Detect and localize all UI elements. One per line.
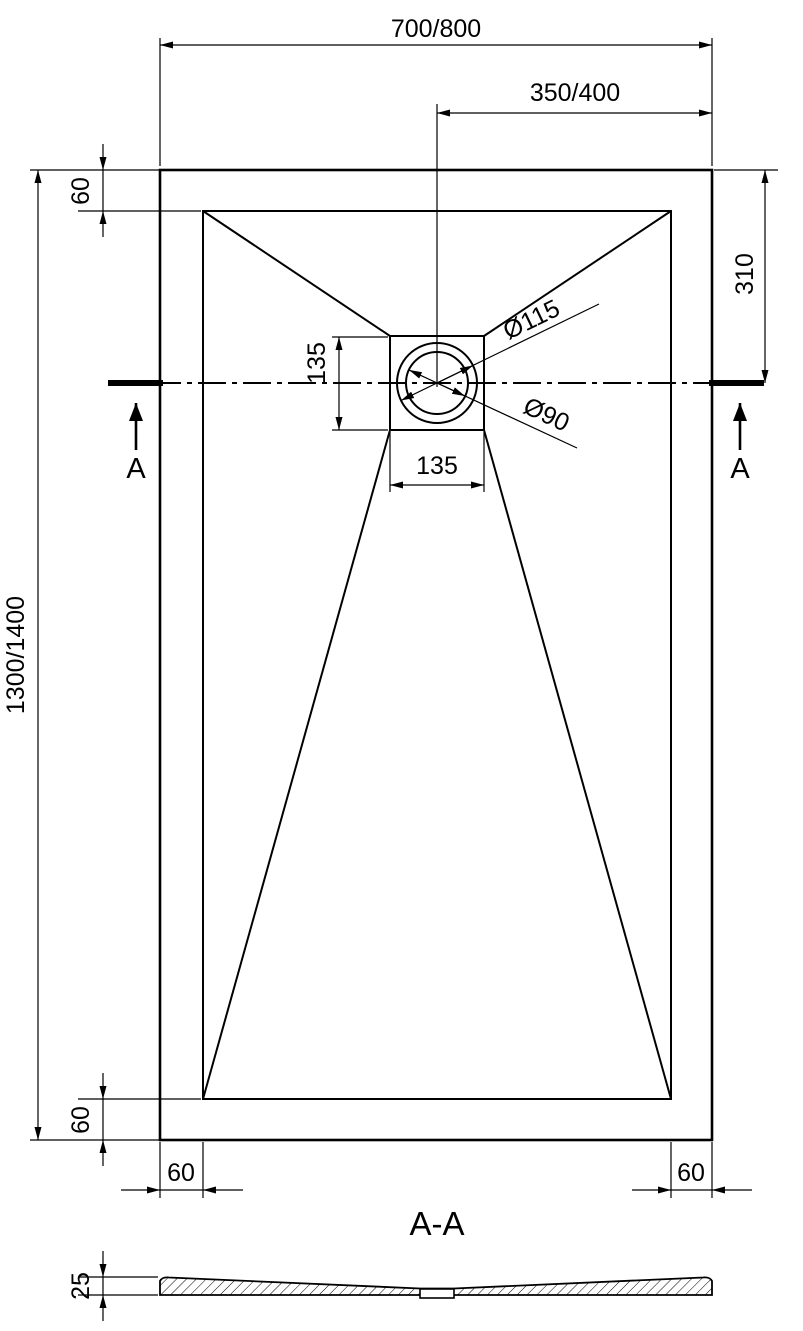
dim-overall-width-label: 700/800 <box>391 15 481 43</box>
section-marker-right-label: A <box>730 453 750 485</box>
top-view <box>158 168 714 1142</box>
section-drain-outlet <box>419 1288 455 1299</box>
slope-line-bottom-right <box>483 429 672 1100</box>
dim-thickness: 25 <box>67 1251 158 1321</box>
leader-arrow <box>436 364 474 384</box>
section-view: A-A 25 <box>67 1205 713 1321</box>
slope-line-bottom-left <box>202 429 391 1100</box>
dim-drain-from-top-label: 310 <box>731 253 759 295</box>
dim-rim-right-label: 60 <box>677 1159 705 1187</box>
dim-drain-inner-diameter: Ø90 <box>408 369 578 449</box>
slope-line-top-right <box>483 210 672 337</box>
dim-rim-left-label: 60 <box>167 1159 195 1187</box>
dim-drain-from-top: 310 <box>714 169 778 383</box>
leader-line <box>400 303 600 402</box>
dim-overall-length-label: 1300/1400 <box>2 596 30 714</box>
dim-drain-outer-diameter-label: Ø115 <box>499 294 565 345</box>
dim-rim-left: 60 <box>121 1142 243 1198</box>
dim-thickness-label: 25 <box>67 1272 95 1300</box>
section-title: A-A <box>409 1205 464 1242</box>
dim-rim-right: 60 <box>632 1142 752 1198</box>
dim-rim-top: 60 <box>67 144 201 237</box>
dim-drain-box-height-label: 135 <box>303 342 331 384</box>
leader-line <box>408 369 578 449</box>
dim-center-to-edge-label: 350/400 <box>530 79 620 107</box>
dim-rim-top-label: 60 <box>67 177 95 205</box>
dim-drain-outer-diameter: Ø115 <box>400 294 600 402</box>
dim-drain-inner-diameter-label: Ø90 <box>519 392 574 437</box>
dim-overall-length: 1300/1400 <box>2 169 160 1141</box>
dim-rim-bottom: 60 <box>67 1073 201 1166</box>
dim-overall-width: 700/800 <box>159 15 713 166</box>
section-marker-left-label: A <box>126 453 146 485</box>
dim-drain-box-width-label: 135 <box>416 452 458 480</box>
dim-rim-bottom-label: 60 <box>67 1106 95 1134</box>
dim-drain-box-width: 135 <box>389 432 485 492</box>
dim-drain-box-height: 135 <box>303 336 388 431</box>
slope-line-top-left <box>202 210 391 337</box>
leader-arrow <box>436 382 466 397</box>
section-cut-line: A A <box>108 104 764 485</box>
dim-center-to-edge: 350/400 <box>437 79 712 117</box>
tray-outer-edge <box>158 168 714 1142</box>
